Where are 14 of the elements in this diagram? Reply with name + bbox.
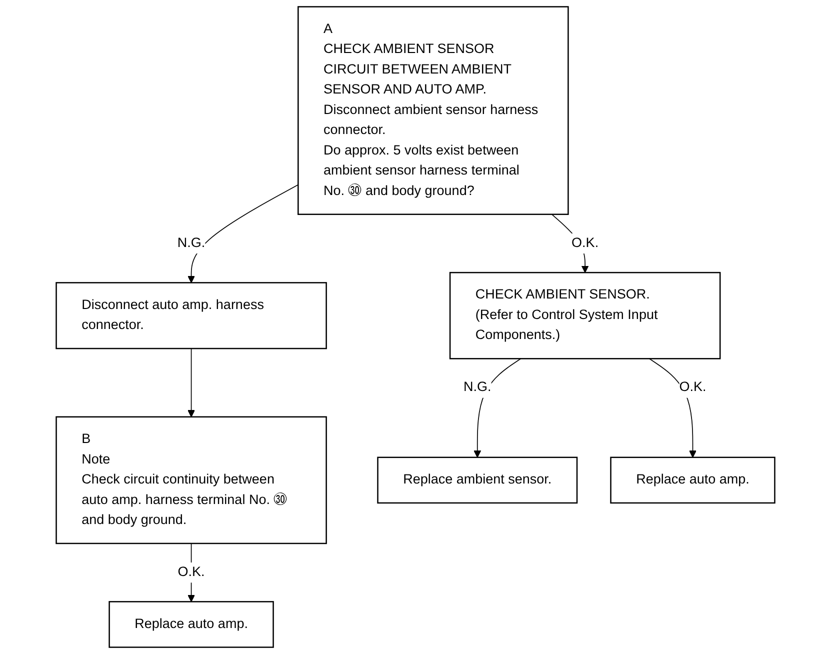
edge-label: O.K. [572,236,599,250]
arrow [188,348,195,418]
edge-label: N.G. [177,236,206,250]
arrow [188,184,299,284]
node-box: Replace auto amp. [610,456,776,504]
node-box: A CHECK AMBIENT SENSOR CIRCUIT BETWEEN AMBIENT SENSOR AND AUTO AMP. Disconnect ambient sensor harness connector. Do approx. 5 volts exist between ambient sensor harness terminal No. ㉚ and body ground? [298,6,569,215]
node-box: B Note Check circuit continuity between auto amp. harness terminal No. ㉚ and body ground. [56,416,327,544]
edge-label: O.K. [178,564,205,580]
node-box: Replace auto amp. [108,601,274,648]
edge-label: O.K. [679,380,706,395]
node-box: Replace ambient sensor. [377,456,578,504]
node-box: Disconnect auto amp. harness connector. [56,282,327,350]
edge-label: N.G. [464,380,492,395]
node-box: CHECK AMBIENT SENSOR. (Refer to Control System Input Components.) [449,272,721,360]
